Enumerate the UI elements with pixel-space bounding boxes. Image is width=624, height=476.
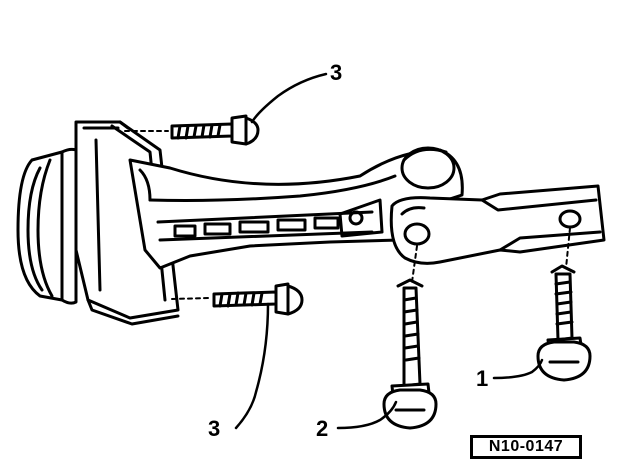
assembly-guide-lines <box>124 130 571 300</box>
bolt-2 <box>382 278 438 430</box>
callout-1: 1 <box>476 366 489 391</box>
rubber-bushing <box>16 147 78 305</box>
callout-3-lower: 3 <box>208 416 221 441</box>
callout-3-upper: 3 <box>330 60 343 85</box>
bolt-3-lower <box>212 282 304 316</box>
torque-link <box>389 184 606 265</box>
bolt-1 <box>536 264 592 382</box>
leader-lines <box>234 72 544 430</box>
bolt-3-upper <box>170 114 260 146</box>
callout-2: 2 <box>316 416 329 441</box>
figure-reference-code: N10-0147 <box>470 435 582 459</box>
